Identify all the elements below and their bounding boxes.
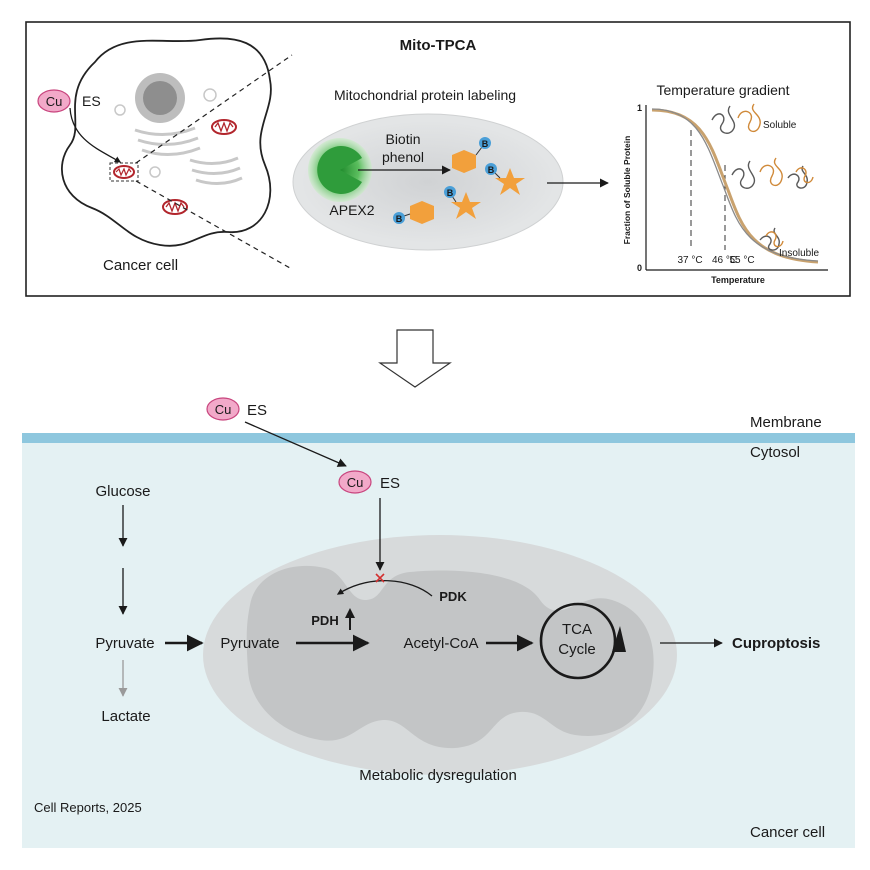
tca-cycle-ring xyxy=(539,602,617,680)
biotin-tag-icon: B xyxy=(475,137,491,156)
pyruvate-cytosol-label: Pyruvate xyxy=(95,635,154,652)
gradient-title: Temperature gradient xyxy=(656,82,789,98)
vesicle-icon xyxy=(114,104,126,116)
bottom-panel: Membrane Cytosol Cu ES Cu ES Glucose Pyr… xyxy=(22,397,855,848)
biotin-tag-icon: B xyxy=(485,163,501,179)
cell-label: Cancer cell xyxy=(103,257,178,274)
reagent-line1: Biotin xyxy=(385,131,420,147)
biotin-tag-icon: B xyxy=(444,186,457,203)
biotin-tag-icon: B xyxy=(393,212,411,224)
biotin-letter: B xyxy=(482,139,489,149)
pdh-label: PDH xyxy=(311,613,338,628)
cu-uptake-arrow xyxy=(69,107,122,163)
cancer-cell-diagram: Cu ES Cancer cell xyxy=(37,37,293,274)
y-tick-top: 1 xyxy=(637,103,642,113)
cu-label-intracellular: Cu xyxy=(347,475,364,490)
reagent-line2: phenol xyxy=(382,149,424,165)
es-label: ES xyxy=(82,93,101,109)
temp-label-46: 46 °C xyxy=(712,255,737,266)
pyruvate-mito-label: Pyruvate xyxy=(220,635,279,652)
cu-badge-extracellular xyxy=(206,397,240,421)
cell-membrane xyxy=(22,433,855,443)
membrane-label: Membrane xyxy=(750,414,822,431)
thermal-profile-diagram: Temperature gradient Fraction of Soluble… xyxy=(622,82,828,285)
dysregulation-label: Metabolic dysregulation xyxy=(359,767,517,784)
tca-line2: Cycle xyxy=(558,641,596,658)
es-label-intracellular: ES xyxy=(380,475,400,492)
star-protein-icon xyxy=(451,192,481,219)
pdk-label: PDK xyxy=(439,589,467,604)
star-protein-icon xyxy=(495,168,525,195)
cu-badge-intracellular xyxy=(338,470,372,494)
es-label-extracellular: ES xyxy=(247,402,267,419)
zoom-line-lower xyxy=(135,180,291,269)
soluble-label: Soluble xyxy=(763,120,797,131)
temp-label-55: 55 °C xyxy=(729,255,754,266)
folded-protein-icons xyxy=(711,103,814,251)
tca-cycle-arrowhead-icon xyxy=(612,626,626,652)
top-panel: Mito-TPCA xyxy=(25,21,851,297)
apex2-enzyme-icon xyxy=(317,146,362,194)
glucose-label: Glucose xyxy=(95,483,150,500)
acetyl-coa-label: Acetyl-CoA xyxy=(403,635,478,652)
y-axis-label: Fraction of Soluble Protein xyxy=(622,136,632,245)
x-axis-label: Temperature xyxy=(711,275,765,285)
biotin-letter: B xyxy=(488,165,495,175)
melting-curve-grey xyxy=(651,108,819,262)
cu-entry-arrow xyxy=(244,421,347,467)
hexagon-protein-icon xyxy=(452,150,476,173)
vesicle-icon xyxy=(149,166,161,178)
lactate-label: Lactate xyxy=(101,708,150,725)
biotin-letter: B xyxy=(396,214,403,224)
cu-badge xyxy=(37,89,71,113)
pdk-inhibition-arrow xyxy=(336,580,433,597)
mitochondrion-icon xyxy=(211,119,237,135)
block-x-icon xyxy=(375,573,385,583)
labeling-diagram: Mitochondrial protein labeling APEX2 Bio… xyxy=(292,87,564,251)
cancer-cell-label: Cancer cell xyxy=(750,824,825,841)
insoluble-label: Insoluble xyxy=(779,248,819,259)
tca-line1: TCA xyxy=(562,621,592,638)
mitochondrion-icon xyxy=(162,199,188,215)
cu-label-extracellular: Cu xyxy=(215,402,232,417)
citation-label: Cell Reports, 2025 xyxy=(34,800,142,815)
apex2-label: APEX2 xyxy=(329,202,374,218)
top-panel-title: Mito-TPCA xyxy=(400,37,477,54)
vesicle-icon xyxy=(203,88,217,102)
golgi-icon xyxy=(134,126,243,185)
target-mitochondrion-icon xyxy=(109,162,139,182)
cytosol-label: Cytosol xyxy=(750,444,800,461)
hexagon-protein-icon xyxy=(410,201,434,224)
biotin-letter: B xyxy=(447,188,454,198)
down-arrow-icon xyxy=(378,329,452,388)
nucleus-inner xyxy=(143,81,177,115)
temp-label-37: 37 °C xyxy=(677,255,702,266)
labeling-title: Mitochondrial protein labeling xyxy=(334,87,516,103)
zoom-line-upper xyxy=(135,54,293,164)
y-tick-bottom: 0 xyxy=(637,263,642,273)
cuproptosis-label: Cuproptosis xyxy=(732,635,820,652)
cu-label: Cu xyxy=(46,94,63,109)
